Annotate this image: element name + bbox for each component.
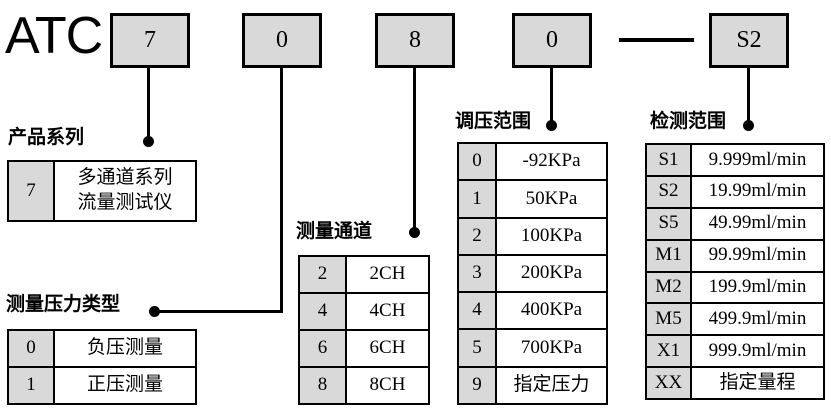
code-box-pressure-range: 0 (512, 13, 592, 68)
description-cell: 指定量程 (692, 368, 823, 398)
code-cell: 0 (459, 144, 497, 180)
code-box-detection-range: S2 (709, 13, 789, 68)
connector-pressure-range-dot (546, 120, 557, 131)
connector-pressure-type-dot (149, 306, 160, 317)
description-cell: 指定压力 (497, 367, 606, 403)
connector-detection-range-line (747, 68, 750, 121)
description-cell: 700KPa (497, 330, 606, 366)
product-prefix: ATC (5, 7, 103, 65)
connector-detection-range-dot (743, 120, 754, 131)
code-cell: 9 (459, 367, 497, 403)
code-cell: 2 (300, 257, 347, 292)
description-cell: 8CH (347, 368, 428, 403)
code-box-series: 7 (110, 13, 190, 68)
description-cell: 199.9ml/min (692, 272, 823, 303)
description-cell: 2CH (347, 257, 428, 292)
code-box-pressure-type: 0 (242, 13, 322, 68)
description-cell: 99.99ml/min (692, 240, 823, 271)
code-box-channels: 8 (375, 13, 455, 68)
description-cell: 19.99ml/min (692, 176, 823, 207)
code-cell: 6 (300, 331, 347, 366)
code-cell: 4 (300, 294, 347, 329)
code-cell: XX (647, 368, 692, 398)
code-cell: 8 (300, 368, 347, 403)
section-title-pressure-type: 测量压力类型 (6, 294, 121, 315)
connector-channels-dot (409, 227, 420, 238)
description-cell: 负压测量 (55, 331, 195, 366)
description-cell: 6CH (347, 331, 428, 366)
section-title-product-series: 产品系列 (8, 127, 85, 148)
code-cell: X1 (647, 336, 692, 367)
code-cell: M1 (647, 240, 692, 271)
connector-pressure-type-vline (280, 68, 283, 313)
code-cell: 4 (459, 293, 497, 329)
code-cell: 7 (9, 162, 55, 220)
section-title-detection-range: 检测范围 (650, 111, 727, 132)
description-cell: -92KPa (497, 144, 606, 180)
description-cell: 200KPa (497, 255, 606, 292)
table-row: 0-92KPa (459, 144, 606, 180)
code-cell: M2 (647, 272, 692, 303)
description-cell: 49.99ml/min (692, 208, 823, 239)
code-separator-dash (619, 38, 694, 42)
code-cell: 2 (459, 218, 497, 254)
code-cell: S2 (647, 176, 692, 207)
code-cell: 0 (9, 331, 55, 366)
section-title-pressure-range: 调压范围 (455, 111, 532, 132)
code-cell: 3 (459, 255, 497, 292)
code-cell: 5 (459, 330, 497, 366)
code-cell: S1 (647, 145, 692, 175)
code-cell: M5 (647, 304, 692, 335)
code-cell: 1 (9, 368, 55, 403)
description-cell: 999.9ml/min (692, 336, 823, 367)
description-cell: 100KPa (497, 218, 606, 254)
description-cell: 多通道系列 流量测试仪 (55, 162, 195, 220)
description-cell: 4CH (347, 294, 428, 329)
connector-pressure-range-line (550, 68, 553, 121)
connector-pressure-type-hline (154, 310, 282, 313)
description-cell: 9.999ml/min (692, 145, 823, 175)
code-cell: 1 (459, 181, 497, 217)
connector-series-line (147, 68, 150, 138)
code-cell: S5 (647, 208, 692, 239)
connector-channels-line (413, 68, 416, 228)
description-cell: 400KPa (497, 293, 606, 329)
description-cell: 正压测量 (55, 368, 195, 403)
section-title-channels: 测量通道 (296, 221, 373, 242)
description-cell: 50KPa (497, 181, 606, 217)
description-cell: 499.9ml/min (692, 304, 823, 335)
connector-series-dot (143, 136, 154, 147)
